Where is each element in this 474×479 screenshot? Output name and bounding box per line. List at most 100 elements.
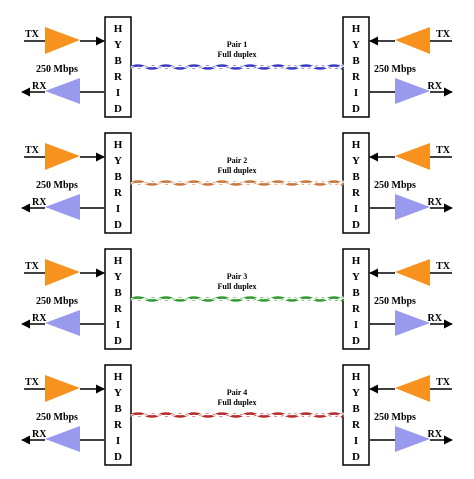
tx-label-left: TX [25, 261, 40, 272]
tx-amplifier-right [395, 375, 430, 402]
rx-amplifier-right [395, 194, 430, 220]
tx-amplifier-right [395, 259, 430, 286]
rx-label-right: RX [428, 429, 443, 440]
hybrid-letter: I [116, 435, 120, 447]
pair-mode-label: Full duplex [218, 398, 257, 407]
hybrid-letter: Y [352, 39, 360, 51]
pair-mode-label: Full duplex [218, 50, 257, 59]
rx-label-left: RX [32, 81, 47, 92]
hybrid-letter: D [114, 219, 122, 231]
hybrid-letter: B [352, 55, 360, 67]
rate-label-left: 250 Mbps [36, 412, 78, 423]
rx-amplifier-right [395, 426, 430, 452]
pair-mode-label: Full duplex [218, 282, 257, 291]
cable-wire-stripe [130, 297, 344, 301]
cable-wire-stripe [130, 181, 344, 185]
rate-label-right: 250 Mbps [374, 412, 416, 423]
hybrid-letter: Y [352, 387, 360, 399]
rate-label-right: 250 Mbps [374, 296, 416, 307]
tx-label-left: TX [25, 29, 40, 40]
cable-wire-stripe [130, 413, 344, 417]
pair-name-label: Pair 4 [227, 388, 248, 397]
hybrid-letter: R [352, 419, 361, 431]
hybrid-letter: I [354, 87, 358, 99]
hybrid-letter: B [114, 55, 122, 67]
pair-name-label: Pair 1 [227, 40, 248, 49]
rate-label-left: 250 Mbps [36, 64, 78, 75]
rate-label-right: 250 Mbps [374, 180, 416, 191]
hybrid-letter: Y [114, 155, 122, 167]
hybrid-letter: D [352, 335, 360, 347]
hybrid-letter: B [114, 171, 122, 183]
hybrid-letter: R [352, 303, 361, 315]
hybrid-letter: I [354, 319, 358, 331]
pair-mode-label: Full duplex [218, 166, 257, 175]
hybrid-letter: H [352, 255, 361, 267]
hybrid-letter: R [114, 187, 123, 199]
hybrid-letter: H [352, 139, 361, 151]
hybrid-letter: Y [114, 39, 122, 51]
hybrid-letter: B [352, 171, 360, 183]
hybrid-letter: I [354, 203, 358, 215]
tx-amplifier-right [395, 27, 430, 54]
rx-amplifier-left [45, 310, 80, 336]
hybrid-box-right [342, 248, 370, 350]
tx-label-right: TX [436, 29, 451, 40]
pair-name-label: Pair 2 [227, 156, 248, 165]
rx-amplifier-left [45, 426, 80, 452]
tx-amplifier-right [395, 143, 430, 170]
rx-amplifier-left [45, 78, 80, 104]
hybrid-letter: H [114, 23, 123, 35]
hybrid-letter: B [114, 287, 122, 299]
hybrid-letter: B [114, 403, 122, 415]
hybrid-letter: R [114, 71, 123, 83]
hybrid-letter: D [352, 219, 360, 231]
tx-label-left: TX [25, 377, 40, 388]
rx-label-left: RX [32, 197, 47, 208]
tx-label-left: TX [25, 145, 40, 156]
hybrid-letter: D [352, 103, 360, 115]
hybrid-letter: B [352, 403, 360, 415]
rate-label-left: 250 Mbps [36, 296, 78, 307]
tx-amplifier-left [45, 259, 80, 286]
hybrid-letter: H [114, 371, 123, 383]
hybrid-letter: D [352, 451, 360, 463]
tx-amplifier-left [45, 375, 80, 402]
hybrid-letter: I [354, 435, 358, 447]
rx-label-left: RX [32, 313, 47, 324]
hybrid-letter: H [114, 139, 123, 151]
rate-label-right: 250 Mbps [374, 64, 416, 75]
rx-label-right: RX [428, 81, 443, 92]
tx-label-right: TX [436, 145, 451, 156]
tx-label-right: TX [436, 261, 451, 272]
hybrid-letter: I [116, 203, 120, 215]
cable-wire-stripe [130, 65, 344, 69]
pair-name-label: Pair 3 [227, 272, 248, 281]
hybrid-letter: B [352, 287, 360, 299]
rx-label-right: RX [428, 313, 443, 324]
hybrid-letter: R [114, 303, 123, 315]
tx-amplifier-left [45, 27, 80, 54]
hybrid-letter: H [352, 23, 361, 35]
rx-amplifier-left [45, 194, 80, 220]
hybrid-box-left [104, 364, 132, 466]
hybrid-letter: R [352, 187, 361, 199]
hybrid-box-right [342, 364, 370, 466]
tx-amplifier-left [45, 143, 80, 170]
rx-label-right: RX [428, 197, 443, 208]
hybrid-letter: Y [352, 271, 360, 283]
tx-label-right: TX [436, 377, 451, 388]
hybrid-letter: D [114, 335, 122, 347]
hybrid-letter: R [352, 71, 361, 83]
hybrid-letter: D [114, 103, 122, 115]
hybrid-letter: Y [114, 387, 122, 399]
hybrid-letter: H [352, 371, 361, 383]
hybrid-box-left [104, 16, 132, 118]
rx-amplifier-right [395, 78, 430, 104]
hybrid-letter: R [114, 419, 123, 431]
